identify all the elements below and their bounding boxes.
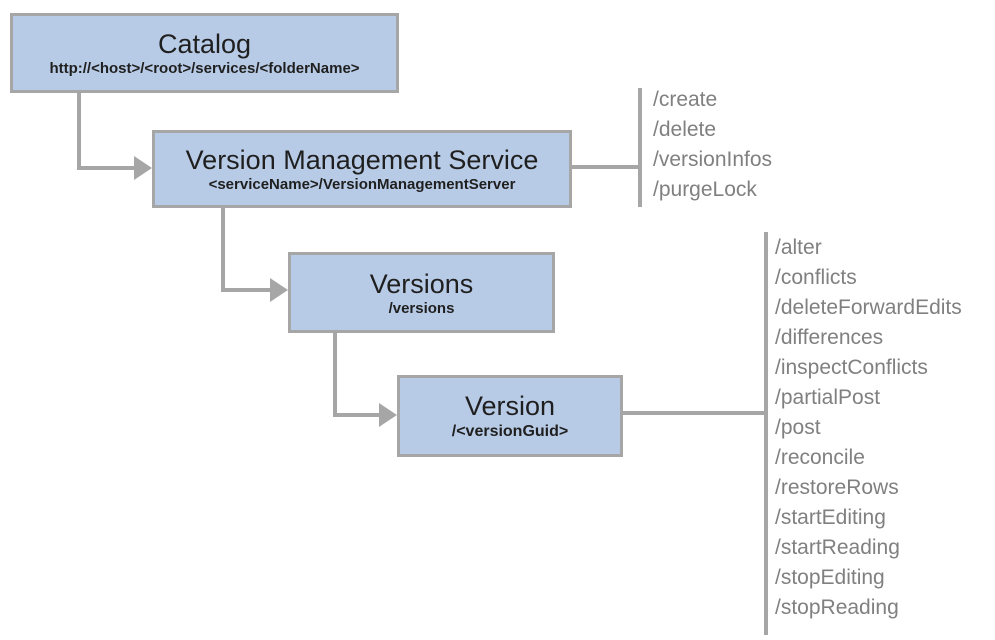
operation-item: /startReading [775,536,900,559]
operation-item: /alter [775,236,822,259]
connector-catalog-vms-vertical [77,93,81,170]
version-operations-list: /alter/conflicts/deleteForwardEdits/diff… [775,233,962,623]
operation-item: /post [775,416,821,439]
version-node-title: Version [464,391,556,422]
operation-item: /differences [775,326,884,349]
operation-item: /startEditing [775,506,886,529]
versions-node-title: Versions [369,268,474,299]
operation-item: /versionInfos [653,148,773,171]
operation-item: /restoreRows [775,476,899,499]
operation-item: /delete [653,118,717,141]
catalog-node-title: Catalog [157,29,252,60]
connector-versions-version-vertical [333,333,337,417]
connector-catalog-vms-horizontal [77,166,134,170]
operation-item: /create [653,88,718,111]
catalog-node: Catalog http://<host>/<root>/services/<f… [10,13,399,93]
connector-versions-version-horizontal [333,413,379,417]
operation-item: /deleteForwardEdits [775,296,962,319]
operation-item: /partialPost [775,386,881,409]
connector-version-operations [623,411,764,415]
arrow-right-icon [134,156,152,180]
catalog-node-url: http://<host>/<root>/services/<folderNam… [49,60,360,78]
vms-operations-bracket [638,88,642,207]
versions-node-url: /versions [388,299,455,317]
version-operations-bracket [764,232,768,635]
connector-vms-versions-vertical [221,208,225,292]
operation-item: /inspectConflicts [775,356,928,379]
operation-item: /conflicts [775,266,857,289]
versions-node: Versions /versions [288,252,555,333]
version-management-service-node-title: Version Management Service [185,145,539,176]
version-node-url: /<versionGuid> [451,422,569,440]
vms-operations-list: /create/delete/versionInfos/purgeLock [653,85,772,205]
connector-vms-operations [572,165,638,169]
operation-item: /stopReading [775,596,899,619]
connector-vms-versions-horizontal [221,288,270,292]
arrow-right-icon [379,403,397,427]
version-node: Version /<versionGuid> [397,375,623,457]
operation-item: /reconcile [775,446,865,469]
operation-item: /purgeLock [653,178,757,201]
arrow-right-icon [270,278,288,302]
version-management-service-node-url: <serviceName>/VersionManagementServer [208,176,516,194]
operation-item: /stopEditing [775,566,885,589]
version-management-service-node: Version Management Service <serviceName>… [152,130,572,208]
